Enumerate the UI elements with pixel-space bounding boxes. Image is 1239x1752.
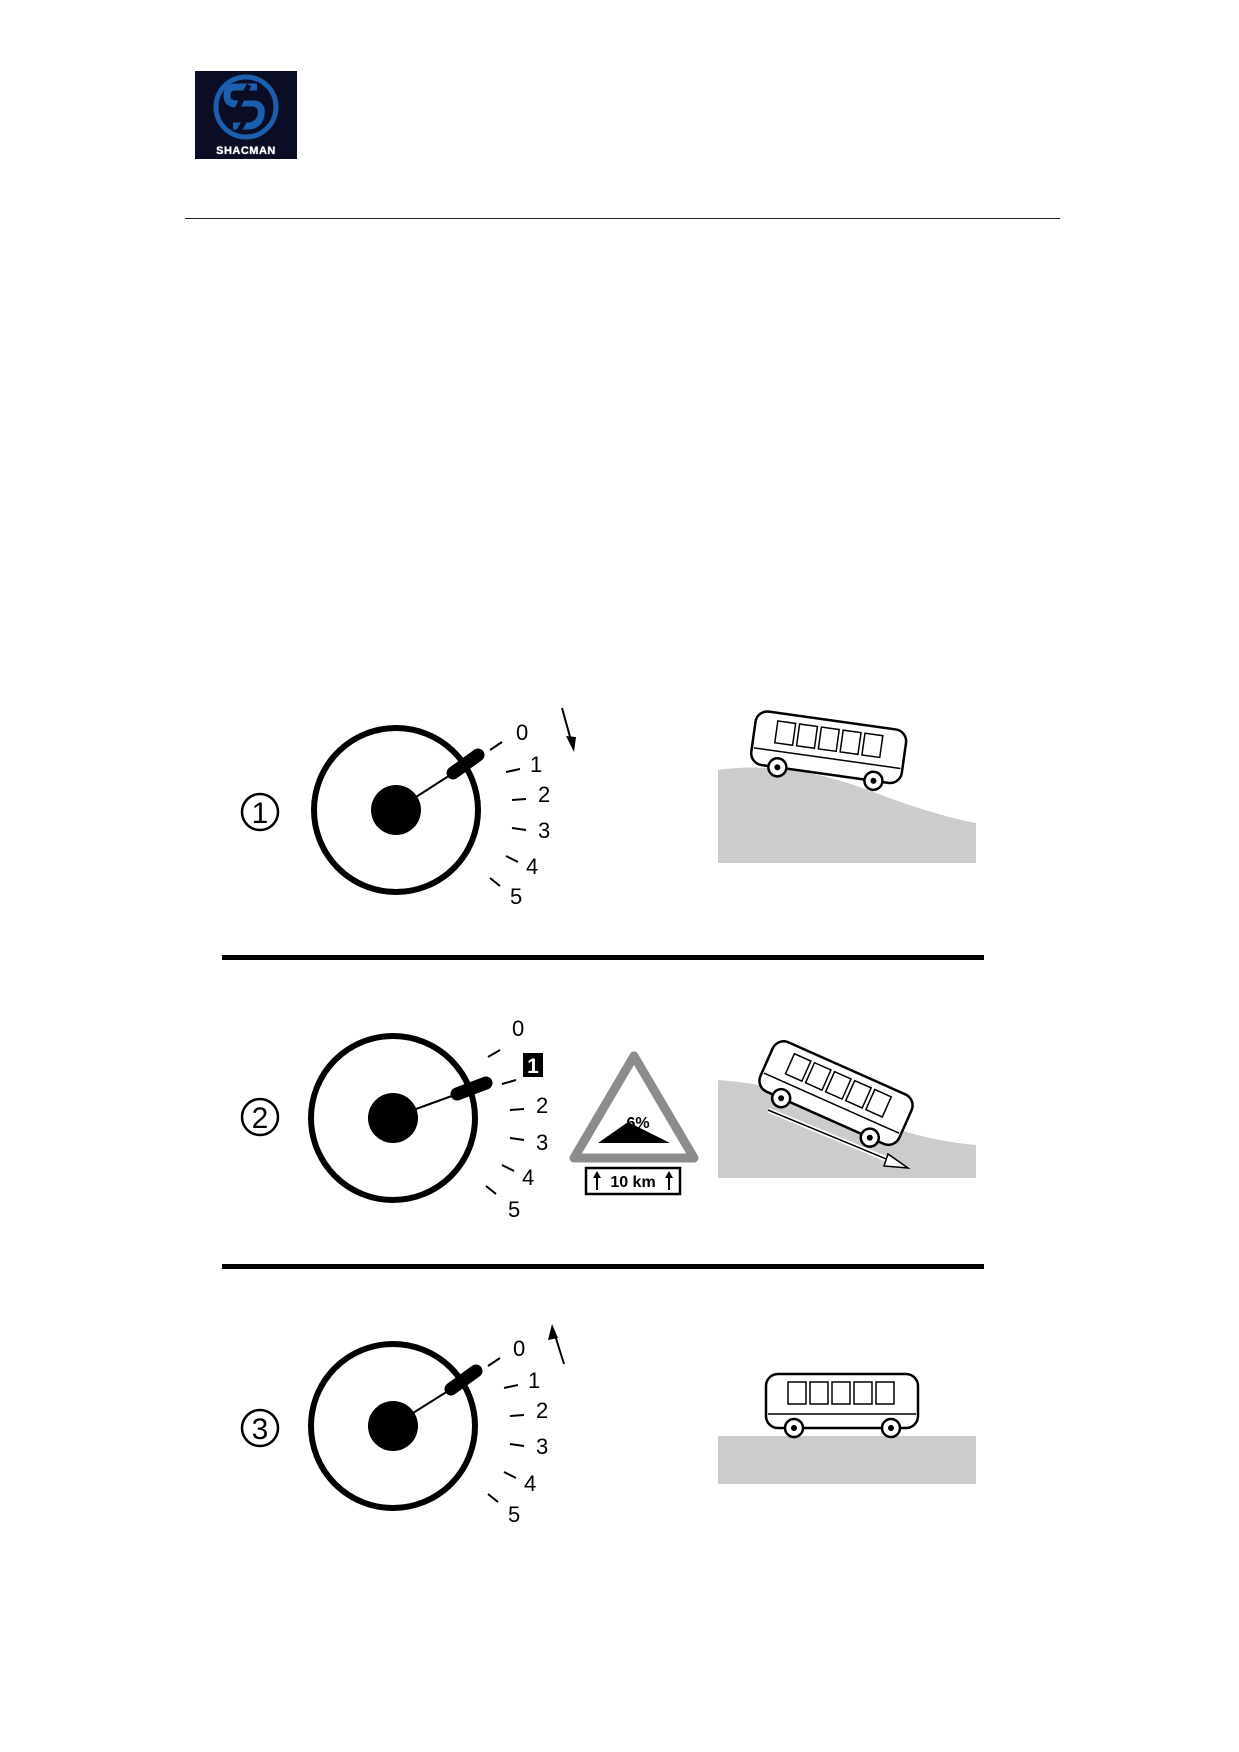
step-1-scene-uphill [718,710,976,863]
scale-label-1-selected: 1 [527,1055,539,1078]
step-3-dial: 3 0 1 2 3 4 5 [240,1324,565,1527]
bus-icon [758,1040,914,1148]
scale-label-0: 0 [513,1336,525,1361]
step-number: 2 [252,1102,269,1135]
scale-label-1: 1 [528,1368,540,1393]
scale-label-2: 2 [536,1398,548,1423]
scale-label-5: 5 [508,1502,520,1527]
logo-text: SHACMAN [216,145,276,157]
bus-icon [764,1372,920,1439]
logo-mark-icon [213,74,279,140]
scale-label-3: 3 [536,1434,548,1459]
bus-icon [749,710,908,792]
scale-label-0: 0 [512,1016,524,1041]
step-number-circle [240,1408,280,1448]
step-number: 3 [252,1413,269,1446]
sign-grade: 6% [626,1115,649,1132]
lever-hub [368,1401,418,1451]
lever-handle [450,1076,493,1101]
section-separator [222,955,984,960]
step-2-dial: 2 0 1 2 3 4 5 [240,1016,548,1222]
step-2-scene-downhill [718,1040,976,1178]
scale-label-5: 5 [510,884,522,909]
scale-label-2: 2 [538,782,550,807]
step-1-dial: 1 0 1 2 3 4 5 [240,707,576,909]
lever-dial-ring [308,1033,478,1203]
scale-label-2: 2 [536,1093,548,1118]
lever-handle [444,1364,483,1396]
scale-selected-marker [523,1053,543,1077]
distance-plate [584,1166,682,1196]
scale-label-4: 4 [526,854,538,879]
slope-icon [598,1122,670,1143]
section-separator [222,1264,984,1269]
lever-hub [368,1093,418,1143]
scale-label-1: 1 [530,752,542,777]
scale-label-5: 5 [508,1197,520,1222]
lever-dial-ring [311,725,481,895]
gradient-warning-sign: 6% 10 km [569,1051,699,1196]
lever-hub [371,785,421,835]
scale-label-0: 0 [516,720,528,745]
sign-distance: 10 km [610,1174,655,1191]
header-rule [185,218,1060,219]
lever-handle [446,748,485,780]
shacman-logo: SHACMAN [195,71,297,159]
scale-label-3: 3 [538,818,550,843]
scale-label-4: 4 [522,1165,534,1190]
step-3-scene-flat [718,1372,976,1484]
scale-label-3: 3 [536,1130,548,1155]
step-number-circle [240,1097,280,1137]
scale-label-4: 4 [524,1471,536,1496]
lever-dial-ring [308,1341,478,1511]
warning-triangle-icon [569,1051,699,1163]
step-number-circle [240,792,280,832]
step-number: 1 [252,797,269,830]
